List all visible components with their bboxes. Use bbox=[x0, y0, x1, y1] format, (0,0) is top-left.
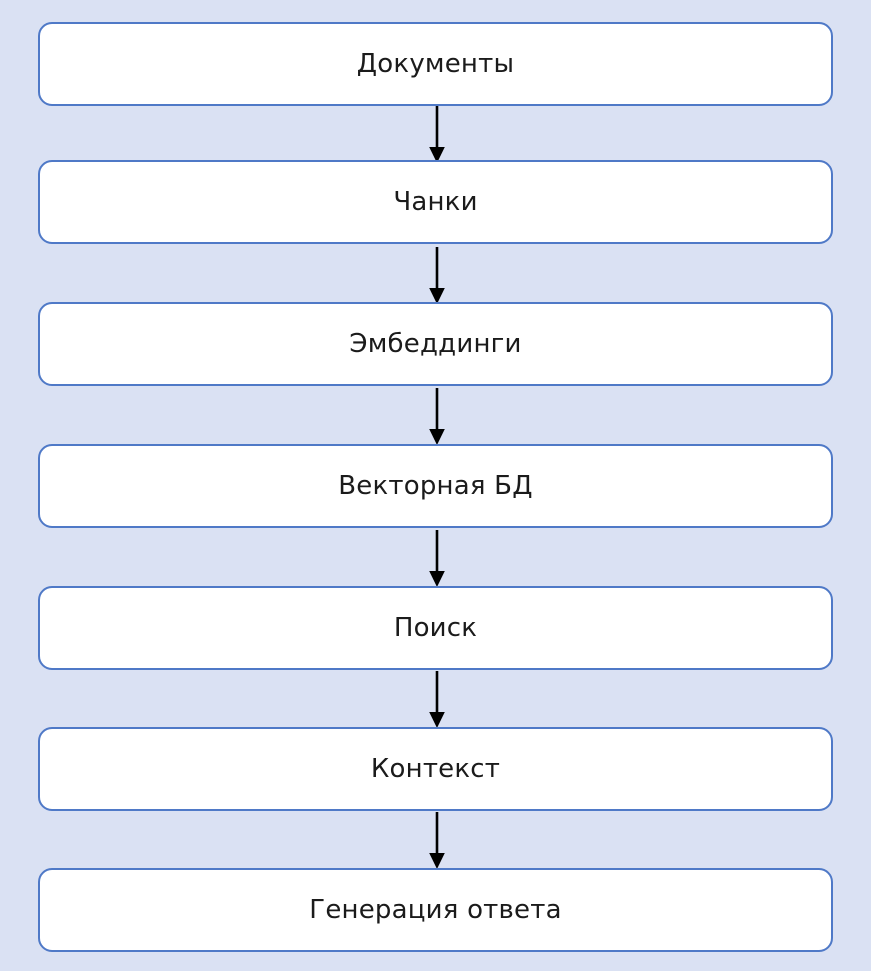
arrow-down-icon-chunks-to-embeddings bbox=[424, 247, 450, 305]
flow-node-label: Поиск bbox=[393, 613, 478, 643]
arrow-down-icon-context-to-answer-generation bbox=[424, 812, 450, 870]
flow-node-label: Генерация ответа bbox=[309, 895, 562, 925]
flow-node-label: Эмбеддинги bbox=[349, 329, 522, 359]
flow-node-documents[interactable]: Документы bbox=[38, 22, 833, 106]
flow-node-answer-generation[interactable]: Генерация ответа bbox=[38, 868, 833, 952]
flow-node-label: Документы bbox=[356, 49, 515, 79]
flow-node-label: Векторная БД bbox=[338, 471, 533, 501]
arrow-down-icon-vector-db-to-search bbox=[424, 530, 450, 588]
arrow-down-icon-embeddings-to-vector-db bbox=[424, 388, 450, 446]
flow-node-context[interactable]: Контекст bbox=[38, 727, 833, 811]
flow-node-chunks[interactable]: Чанки bbox=[38, 160, 833, 244]
flow-node-label: Чанки bbox=[393, 187, 478, 217]
arrow-down-icon-search-to-context bbox=[424, 671, 450, 729]
flow-node-label: Контекст bbox=[370, 754, 501, 784]
flow-node-search[interactable]: Поиск bbox=[38, 586, 833, 670]
flow-node-embeddings[interactable]: Эмбеддинги bbox=[38, 302, 833, 386]
flow-node-vector-db[interactable]: Векторная БД bbox=[38, 444, 833, 528]
arrow-down-icon-documents-to-chunks bbox=[424, 106, 450, 164]
